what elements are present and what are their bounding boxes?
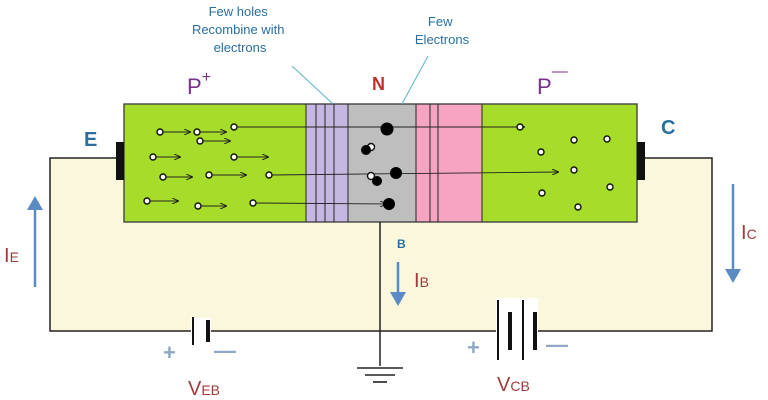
- few-electrons-line-2: Electrons: [415, 32, 470, 47]
- veb-plus-sign: +: [163, 340, 176, 365]
- ground-icon: [357, 367, 403, 383]
- veb-battery-icon: [191, 317, 211, 346]
- vcb-battery-icon: [496, 298, 538, 362]
- collector-current-sub: C: [747, 226, 757, 242]
- emitter-plate: [116, 142, 124, 180]
- collector-region-letter: P: [537, 74, 552, 99]
- circuit-wire: [49, 157, 713, 332]
- collector-plate: [637, 142, 645, 180]
- vcb-label: VCB: [497, 374, 530, 396]
- collector-current-main: I: [741, 222, 747, 244]
- right-junction: [416, 104, 482, 222]
- emitter-region-label: P+: [187, 69, 211, 99]
- few-electrons-line-1: Few: [428, 14, 453, 29]
- emitter-p-region: [124, 104, 306, 222]
- few-electrons-leader: [401, 55, 429, 105]
- hole-dots: [143, 123, 614, 211]
- emitter-current-label: IE: [4, 245, 19, 267]
- vcb-main: V: [497, 374, 511, 396]
- veb-main: V: [188, 378, 202, 400]
- few-holes-line-1: Few holes: [209, 4, 269, 19]
- emitter-region-letter: P: [187, 74, 202, 99]
- veb-minus-sign: —: [214, 338, 236, 363]
- few-holes-leader: [291, 65, 334, 105]
- emitter-terminal-label: E: [84, 129, 97, 151]
- vcb-sub: CB: [510, 378, 529, 394]
- emitter-current-main: I: [4, 245, 10, 267]
- emitter-current-sub: E: [10, 249, 19, 265]
- few-electrons-label: Few Electrons: [415, 14, 470, 47]
- base-current-label: IB: [414, 270, 429, 292]
- left-junction: [306, 104, 348, 222]
- veb-label: VEB: [188, 378, 220, 400]
- base-terminal-label: B: [397, 237, 406, 251]
- vcb-minus-sign: —: [546, 332, 568, 357]
- collector-current-label: IC: [741, 222, 757, 244]
- base-current-main: I: [414, 270, 420, 292]
- vcb-plus-sign: +: [467, 335, 480, 360]
- collector-p-region: [482, 104, 637, 222]
- current-arrows: [27, 184, 741, 306]
- base-current-sub: B: [420, 274, 429, 290]
- few-holes-line-2: Recombine with: [192, 22, 285, 37]
- few-holes-label: Few holes Recombine with electrons: [192, 4, 288, 55]
- veb-sub: EB: [201, 382, 220, 398]
- collector-region-label: P—: [537, 63, 568, 99]
- base-region-label: N: [372, 74, 385, 94]
- emitter-region-sign: +: [202, 69, 211, 86]
- hole-flow-arrows: [150, 127, 558, 206]
- collector-terminal-label: C: [661, 117, 675, 139]
- electron-dots: [361, 122, 402, 210]
- collector-region-sign: —: [552, 63, 568, 80]
- few-holes-line-3: electrons: [214, 40, 267, 55]
- junction-lines: [305, 104, 483, 222]
